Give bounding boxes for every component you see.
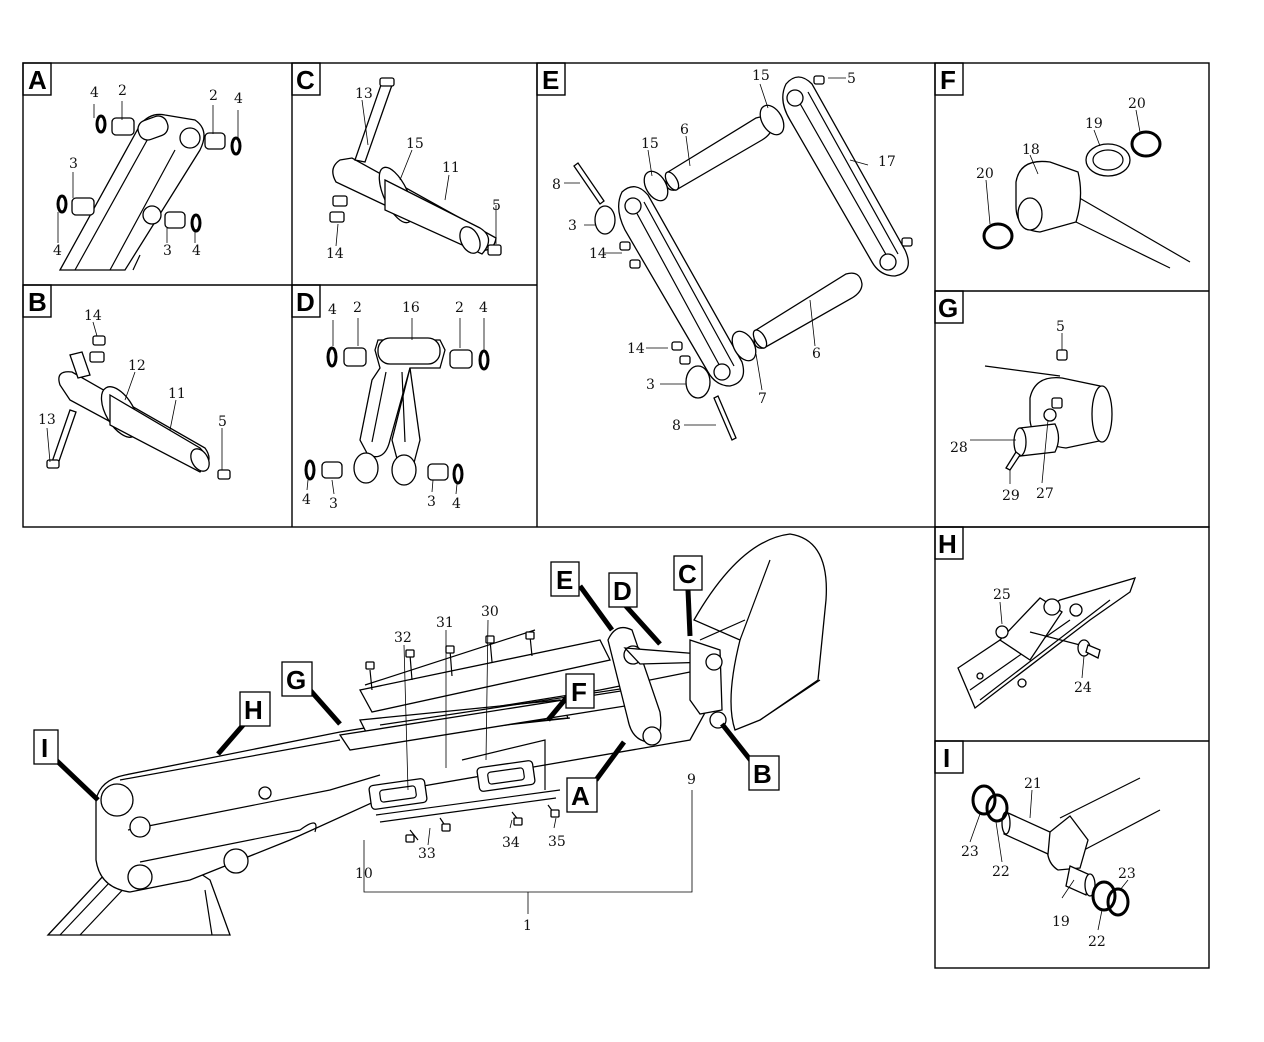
part-number: 3	[329, 496, 338, 512]
panel-g-label: G	[938, 293, 958, 323]
part-number: 11	[442, 160, 460, 176]
part-number: 4	[452, 496, 461, 512]
panel-e-drawing: 15 5 15 6 17 8 3 14 14 3 6 7 8	[552, 68, 913, 441]
part-number: 34	[502, 835, 520, 851]
part-number: 23	[961, 844, 979, 860]
part-number: 4	[192, 243, 201, 259]
panel-h-label: H	[938, 529, 957, 559]
part-number: 4	[479, 300, 488, 316]
callout-i: I	[41, 733, 48, 763]
panel-c-drawing: 13 15 11 5 14	[326, 77, 502, 262]
callout-a: A	[571, 781, 590, 811]
panel-frames	[22, 62, 1210, 969]
panel-e-label: E	[542, 65, 559, 95]
part-number: 5	[1056, 319, 1065, 335]
part-number: 1	[523, 918, 532, 934]
panel-f-label: F	[940, 65, 956, 95]
part-number: 13	[355, 86, 373, 102]
part-number: 5	[847, 71, 856, 87]
panel-a-drawing: 4 2 2 4 3 4 3 4	[53, 83, 243, 271]
part-number: 2	[353, 300, 362, 316]
part-number: 20	[976, 166, 994, 182]
panel-label-boxes: A B C D E F G H I	[22, 62, 964, 774]
part-number: 4	[234, 91, 243, 107]
part-number: 24	[1074, 680, 1092, 696]
part-number: 9	[687, 772, 696, 788]
panel-c-label: C	[296, 65, 315, 95]
part-number: 25	[993, 587, 1011, 603]
panel-d-drawing: 4 2 16 2 4 4 3 3 4	[302, 300, 490, 512]
part-number: 33	[418, 846, 436, 862]
part-number: 2	[209, 88, 218, 104]
part-number: 19	[1052, 914, 1070, 930]
part-number: 10	[355, 866, 373, 882]
part-number: 15	[752, 68, 770, 84]
part-number: 23	[1118, 866, 1136, 882]
part-number: 22	[1088, 934, 1106, 950]
callout-g: G	[286, 665, 306, 695]
part-number: 14	[589, 246, 607, 262]
panel-h-drawing: 25 24	[957, 577, 1137, 710]
panel-b-label: B	[28, 287, 47, 317]
callout-b: B	[753, 759, 772, 789]
panel-f-drawing: 20 19 18 20	[976, 96, 1191, 269]
part-number: 21	[1024, 776, 1042, 792]
part-number: 14	[84, 308, 102, 324]
callout-d: D	[613, 576, 632, 606]
part-number: 15	[641, 136, 659, 152]
part-number: 14	[627, 341, 645, 357]
panel-i-label: I	[943, 743, 950, 773]
part-number: 3	[69, 156, 78, 172]
main-assembly-drawing: 32 31 30 33 34 35 10 9 1 E D C G F H I A	[33, 533, 828, 936]
part-number: 4	[302, 492, 311, 508]
callout-h: H	[244, 695, 263, 725]
part-number: 13	[38, 412, 56, 428]
part-number: 17	[878, 154, 896, 170]
panel-g-drawing: 5 28 29 27	[950, 319, 1113, 504]
part-number: 8	[672, 418, 681, 434]
part-number: 16	[402, 300, 420, 316]
part-number: 20	[1128, 96, 1146, 112]
part-number: 8	[552, 177, 561, 193]
part-number: 19	[1085, 116, 1103, 132]
part-number: 5	[492, 198, 501, 214]
part-number: 15	[406, 136, 424, 152]
part-number: 27	[1036, 486, 1054, 502]
part-number: 3	[568, 218, 577, 234]
part-number: 3	[427, 494, 436, 510]
part-number: 35	[548, 834, 566, 850]
callout-e: E	[556, 565, 573, 595]
callout-f: F	[571, 677, 587, 707]
panel-d-label: D	[296, 287, 315, 317]
part-number: 4	[53, 243, 62, 259]
part-number: 32	[394, 630, 412, 646]
part-number: 30	[481, 604, 499, 620]
part-number: 6	[680, 122, 689, 138]
part-number: 2	[118, 83, 127, 99]
part-number: 3	[646, 377, 655, 393]
part-number: 29	[1002, 488, 1020, 504]
panel-i-drawing: 21 23 22 19 22 23	[961, 776, 1161, 950]
panel-b-drawing: 14 12 11 13 5	[38, 308, 231, 480]
part-number: 5	[218, 414, 227, 430]
part-number: 11	[168, 386, 186, 402]
part-number: 2	[455, 300, 464, 316]
part-number: 14	[326, 246, 344, 262]
part-number: 22	[992, 864, 1010, 880]
part-number: 12	[128, 358, 146, 374]
part-number: 28	[950, 440, 968, 456]
part-number: 18	[1022, 142, 1040, 158]
callout-c: C	[678, 559, 697, 589]
part-number: 7	[758, 391, 767, 407]
part-number: 6	[812, 346, 821, 362]
part-number: 31	[436, 615, 454, 631]
part-number: 4	[328, 302, 337, 318]
panel-a-label: A	[28, 65, 47, 95]
part-number: 3	[163, 243, 172, 259]
part-number: 4	[90, 85, 99, 101]
